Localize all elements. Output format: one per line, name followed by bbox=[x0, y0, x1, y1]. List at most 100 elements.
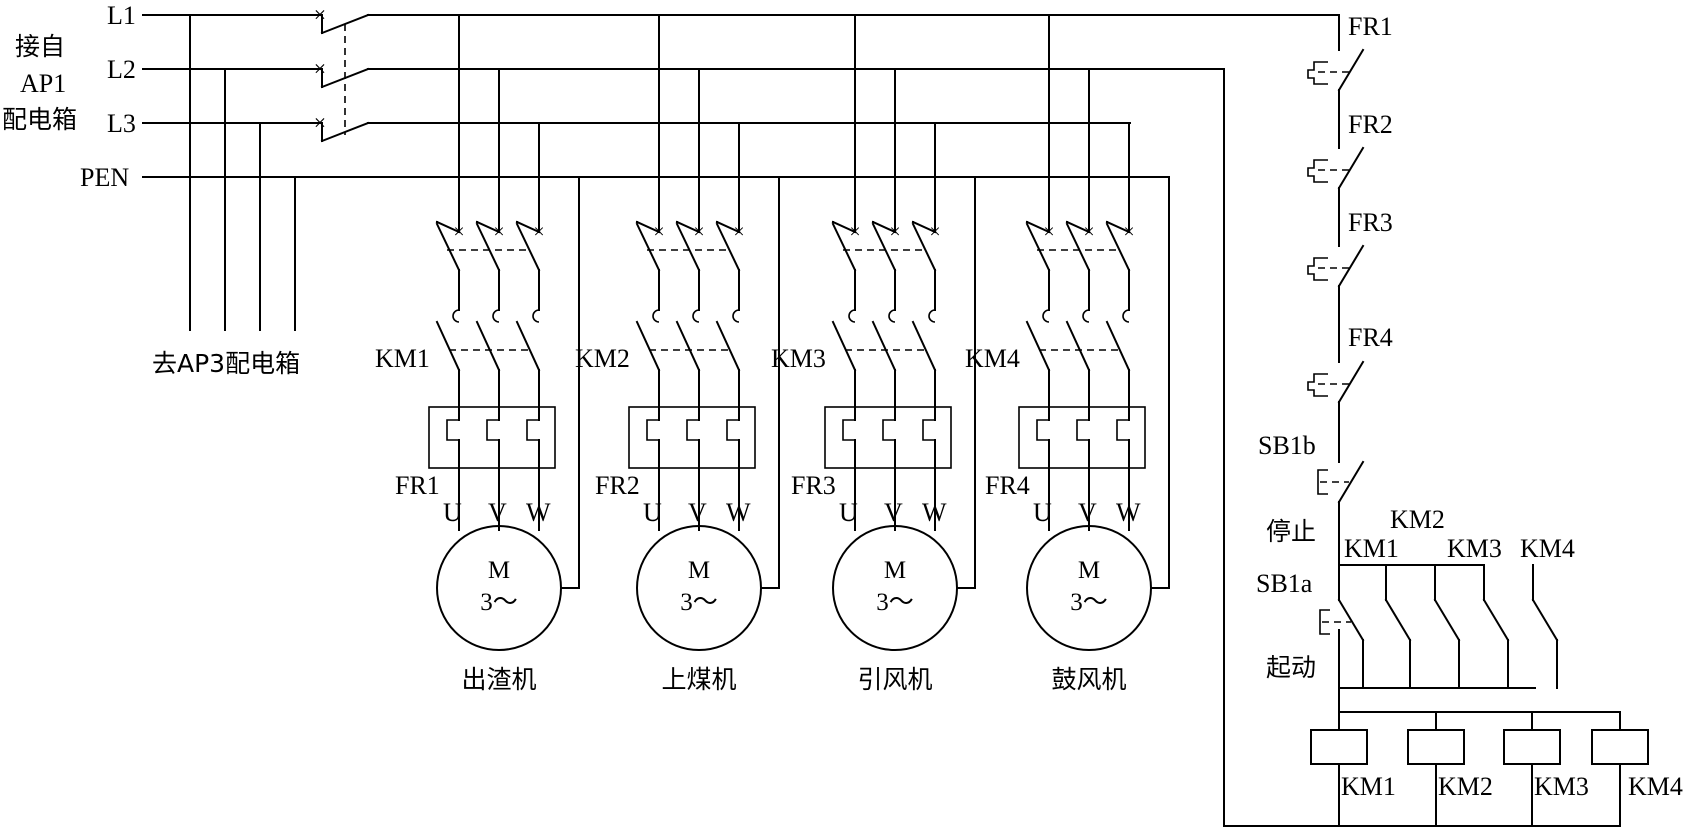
fr-contact-chain bbox=[1307, 48, 1365, 404]
thermal-actuator bbox=[1307, 61, 1328, 85]
contactor-arc bbox=[928, 309, 936, 323]
contactor-arc bbox=[848, 309, 856, 323]
isolator-blade bbox=[435, 220, 461, 234]
stop-button[interactable] bbox=[1317, 460, 1365, 504]
isolator-blade bbox=[515, 222, 541, 272]
coil-label: KM4 bbox=[1628, 772, 1683, 801]
contactor-arc bbox=[732, 309, 740, 323]
motor-label: 3～ bbox=[876, 589, 914, 616]
contactor-arc bbox=[452, 309, 460, 323]
aux-contacts bbox=[1384, 564, 1559, 689]
motor bbox=[1026, 525, 1152, 651]
fr-contact bbox=[1307, 244, 1365, 288]
isolator-blade bbox=[475, 222, 501, 272]
contactor-contact bbox=[475, 320, 501, 372]
terminal-u: U bbox=[643, 498, 662, 527]
thermal-relay bbox=[428, 406, 556, 469]
terminal-v: V bbox=[488, 498, 507, 527]
isolator-blade bbox=[911, 220, 937, 234]
contactor-contact bbox=[831, 320, 857, 372]
contact-blade bbox=[1337, 48, 1365, 92]
isolator-blade bbox=[715, 220, 741, 234]
terminal-u: U bbox=[1033, 498, 1052, 527]
aux-contact bbox=[1433, 564, 1461, 689]
aux-contact bbox=[1482, 564, 1510, 689]
fr-contact-label: FR2 bbox=[1348, 110, 1393, 139]
terminal-v: V bbox=[884, 498, 903, 527]
coil bbox=[1591, 711, 1649, 827]
contactor-contact bbox=[635, 320, 661, 372]
isolator-blade bbox=[1025, 220, 1051, 234]
terminal-w: W bbox=[1116, 498, 1141, 527]
terminal-w: W bbox=[922, 498, 947, 527]
l1-label: L1 bbox=[107, 1, 136, 30]
fr-contact-label: FR1 bbox=[1348, 12, 1393, 41]
coil-body bbox=[1407, 729, 1465, 765]
fr-contact bbox=[1307, 146, 1365, 190]
coil-body bbox=[1310, 729, 1368, 765]
isolator-blade bbox=[635, 220, 661, 234]
motor-label: M bbox=[488, 557, 510, 584]
stop-button-label: SB1b bbox=[1258, 431, 1316, 460]
isolator-blade bbox=[435, 222, 461, 272]
motor-label: 3～ bbox=[680, 589, 718, 616]
isolator-blade bbox=[831, 220, 857, 234]
contactor-contact bbox=[1025, 320, 1051, 372]
terminal-v: V bbox=[1078, 498, 1097, 527]
aux-contact-label: KM4 bbox=[1520, 534, 1575, 563]
motor bbox=[436, 525, 562, 651]
isolator-blade bbox=[675, 220, 701, 234]
isolator-blade bbox=[515, 220, 541, 234]
motor-label: 3～ bbox=[1070, 589, 1108, 616]
aux-contact-label: KM2 bbox=[1390, 505, 1445, 534]
svg-text:×: × bbox=[314, 56, 326, 81]
contactor-label: KM1 bbox=[375, 344, 430, 373]
contactor-contact bbox=[515, 320, 541, 372]
coil bbox=[1503, 711, 1561, 827]
motor-label: M bbox=[1078, 557, 1100, 584]
contactor-arc bbox=[492, 309, 500, 323]
thermal-relay bbox=[824, 406, 952, 469]
isolator-blade bbox=[635, 222, 661, 272]
machine-label: 引风机 bbox=[857, 665, 932, 694]
contactor-contact bbox=[871, 320, 897, 372]
coil bbox=[1407, 711, 1465, 827]
isolator-blade bbox=[831, 222, 857, 272]
relay-label: FR1 bbox=[395, 471, 440, 500]
isolator-blade bbox=[1105, 220, 1131, 234]
terminal-v: V bbox=[688, 498, 707, 527]
coil bbox=[1310, 711, 1368, 827]
contact-blade bbox=[1482, 598, 1510, 642]
contact-blade bbox=[1337, 146, 1365, 190]
contactor-label: KM2 bbox=[575, 344, 630, 373]
relay-label: FR4 bbox=[985, 471, 1030, 500]
fr-contact bbox=[1307, 48, 1365, 92]
isolator-blade bbox=[475, 220, 501, 234]
contactor-arc bbox=[652, 309, 660, 323]
isolator-blade bbox=[1065, 220, 1091, 234]
contact-blade bbox=[1433, 598, 1461, 642]
isolator-blade bbox=[911, 222, 937, 272]
phase-buses bbox=[367, 14, 1621, 827]
fr-contact-label: FR3 bbox=[1348, 208, 1393, 237]
contactor-contact bbox=[675, 320, 701, 372]
terminal-u: U bbox=[443, 498, 462, 527]
thermal-element bbox=[446, 419, 459, 441]
contactor-contact bbox=[1065, 320, 1091, 372]
contactor-arc bbox=[692, 309, 700, 323]
machine-label: 出渣机 bbox=[461, 665, 536, 694]
start-button[interactable] bbox=[1319, 564, 1536, 689]
fr-contact-label: FR4 bbox=[1348, 323, 1393, 352]
thermal-element bbox=[526, 419, 539, 441]
contactor-arc bbox=[1042, 309, 1050, 323]
terminal-u: U bbox=[839, 498, 858, 527]
incoming-bus bbox=[142, 14, 1169, 331]
svg-text:×: × bbox=[314, 110, 326, 135]
isolator-blade bbox=[1025, 222, 1051, 272]
coil-label: KM2 bbox=[1438, 772, 1493, 801]
thermal-element bbox=[842, 419, 855, 441]
isolator-blade bbox=[1065, 222, 1091, 272]
